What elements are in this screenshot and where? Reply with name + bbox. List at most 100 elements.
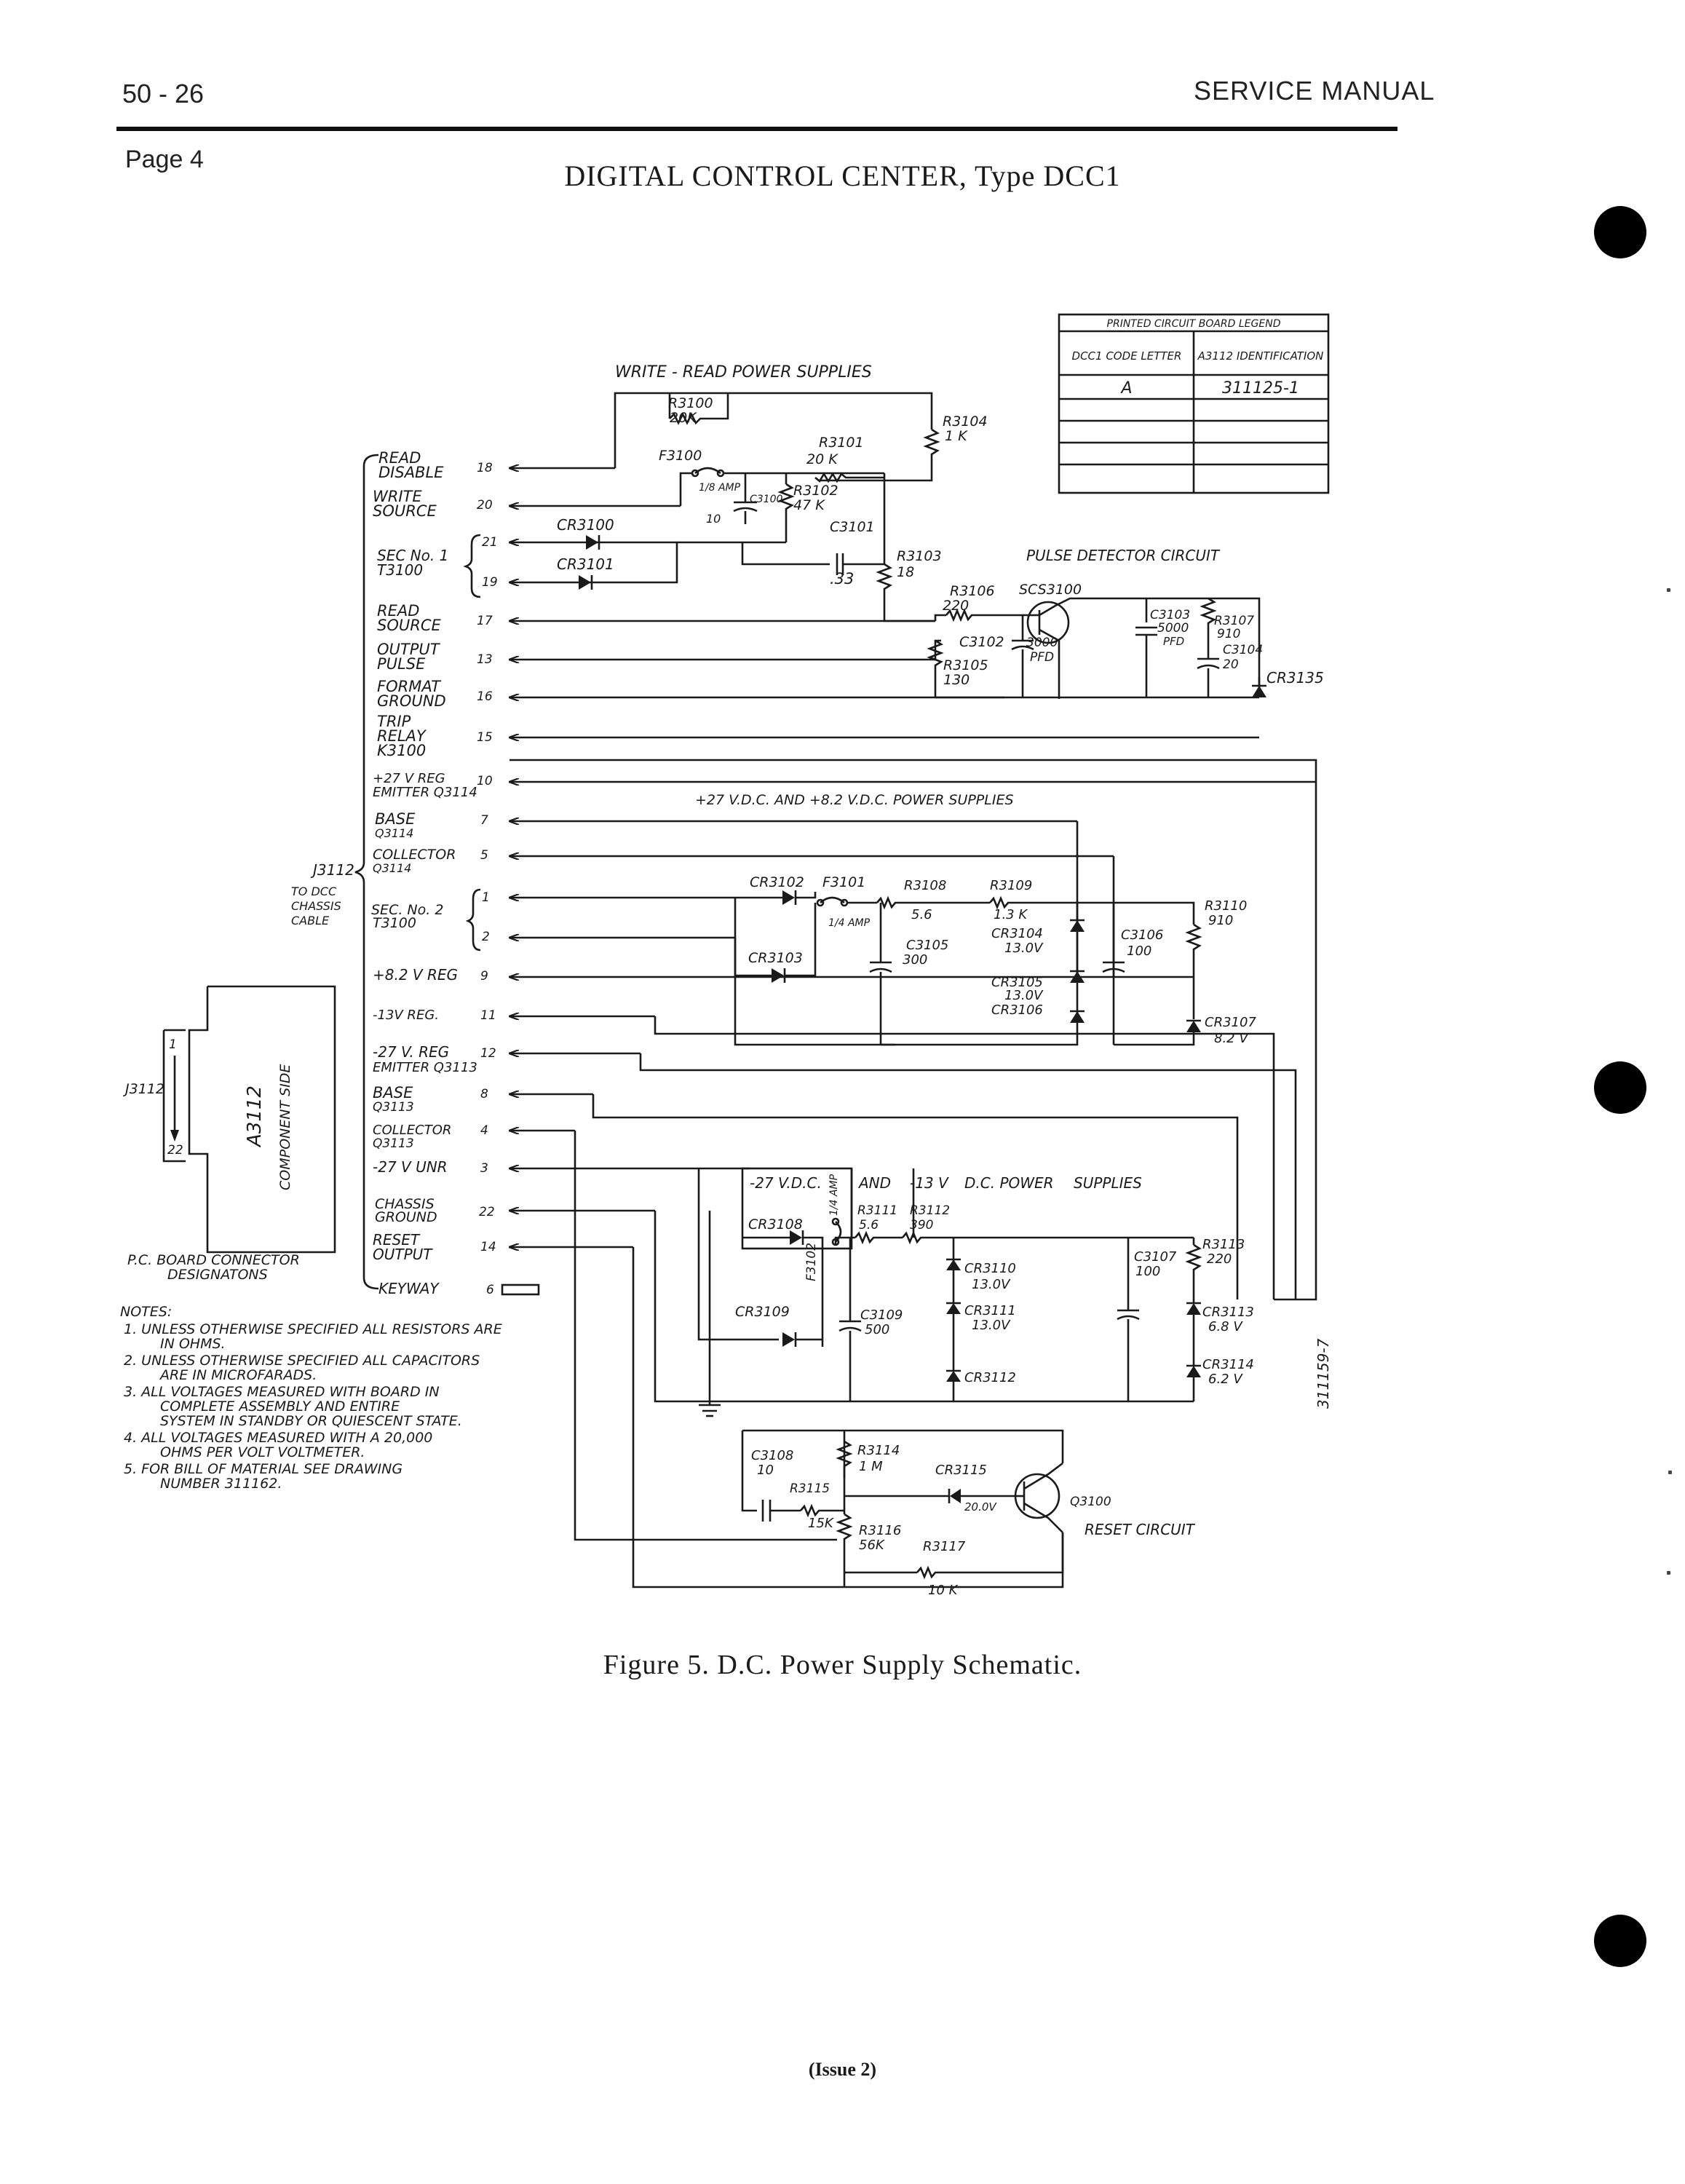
- label-f3100-value: 1/8 AMP: [699, 482, 741, 494]
- pin-label: READ: [378, 449, 421, 467]
- section-reset-circuit: RESET CIRCUIT: [1085, 1521, 1196, 1538]
- legend-code: A: [1119, 379, 1132, 397]
- label-cr3115: CR3115: [935, 1463, 987, 1478]
- pin-label: RELAY: [377, 727, 427, 745]
- pin-label: OUTPUT: [373, 1246, 433, 1263]
- pin-number: 10: [477, 774, 493, 788]
- label-cr3107: CR3107: [1205, 1015, 1256, 1030]
- header-rule: [116, 127, 1397, 131]
- pin-number: 6: [486, 1283, 494, 1297]
- pin-label: SOURCE: [377, 617, 441, 634]
- note-line: SYSTEM IN STANDBY OR QUIESCENT STATE.: [160, 1413, 462, 1429]
- legend-id: 311125-1: [1222, 379, 1299, 397]
- pin-label: -27 V UNR: [373, 1158, 448, 1176]
- section-neg-dc: D.C. POWER: [964, 1174, 1054, 1192]
- scan-speck: [1668, 1471, 1672, 1474]
- note-line: COMPLETE ASSEMBLY AND ENTIRE: [160, 1398, 400, 1415]
- label-c3107-value: 100: [1135, 1264, 1160, 1279]
- pin-label: FORMAT: [377, 678, 442, 695]
- section-neg-and: AND: [857, 1174, 891, 1192]
- board-j-label: J3112: [122, 1081, 164, 1097]
- section-pulse-detector: PULSE DETECTOR CIRCUIT: [1026, 547, 1221, 564]
- pin-label: TRIP: [377, 713, 411, 730]
- label-c3108: C3108: [751, 1448, 793, 1463]
- pin-number: 11: [480, 1008, 496, 1023]
- label-c3109: C3109: [860, 1307, 903, 1323]
- label-r3108-value: 5.6: [911, 907, 932, 922]
- label-r3106: R3106: [950, 583, 995, 599]
- label-r3114: R3114: [857, 1443, 900, 1458]
- label-c3102-unit: PFD: [1030, 650, 1054, 665]
- reset-circuit-section: C3108 10 R3115 15K R3114 1 M CR3115 20.0…: [574, 1131, 1111, 1598]
- label-r3100: R3100: [668, 395, 713, 411]
- label-c3101-value: .33: [830, 570, 854, 587]
- label-c3100: C3100: [750, 494, 782, 505]
- pin-number: 12: [480, 1046, 496, 1061]
- label-f3101-value: 1/4 AMP: [828, 917, 871, 929]
- legend-title: PRINTED CIRCUIT BOARD LEGEND: [1107, 318, 1281, 330]
- label-r3102: R3102: [793, 483, 838, 499]
- board-side: COMPONENT SIDE: [277, 1064, 293, 1190]
- label-c3105-value: 300: [903, 952, 927, 968]
- pin-label: T3100: [377, 561, 423, 579]
- pin-number: 21: [482, 535, 498, 550]
- label-c3104: C3104: [1223, 643, 1263, 657]
- pin-label: READ: [377, 602, 419, 620]
- label-scs3100: SCS3100: [1019, 582, 1082, 598]
- label-cr3103: CR3103: [748, 950, 803, 966]
- label-cr3115-value: 20.0V: [964, 1500, 997, 1514]
- right-bus-wires: [510, 759, 1317, 1301]
- note-line: OHMS PER VOLT VOLTMETER.: [160, 1444, 365, 1460]
- board-caption-1: P.C. BOARD CONNECTOR: [127, 1252, 300, 1268]
- label-f3101: F3101: [822, 874, 865, 890]
- pin-label: Q3114: [373, 861, 411, 875]
- pin-label: WRITE: [373, 488, 422, 505]
- label-cr3114: CR3114: [1202, 1357, 1254, 1372]
- pin-label: BASE: [375, 810, 416, 828]
- label-r3116: R3116: [859, 1523, 901, 1538]
- label-cr3110: CR3110: [964, 1261, 1016, 1276]
- label-r3108: R3108: [904, 878, 946, 893]
- label-cr3113-value: 6.8 V: [1208, 1319, 1243, 1334]
- label-c3106: C3106: [1121, 927, 1163, 943]
- label-c3109-value: 500: [865, 1322, 889, 1337]
- note-line: 2. UNLESS OTHERWISE SPECIFIED ALL CAPACI…: [124, 1353, 480, 1369]
- pin-label: SEC No. 1: [377, 547, 448, 564]
- pin-label: SEC. No. 2: [371, 902, 443, 918]
- pin-number: 18: [477, 461, 493, 475]
- label-c3106-value: 100: [1127, 943, 1151, 959]
- label-r3110-value: 910: [1208, 913, 1233, 928]
- write-read-section: R3100 20K R3104 1 K F3100 1/8 AMP R3101 …: [557, 392, 988, 622]
- legend-col-code: DCC1 CODE LETTER: [1072, 349, 1182, 363]
- label-cr3106: CR3106: [991, 1002, 1043, 1018]
- note-line: 1. UNLESS OTHERWISE SPECIFIED ALL RESIST…: [124, 1321, 502, 1337]
- label-r3109-value: 1.3 K: [994, 907, 1028, 922]
- figure-caption: Figure 5. D.C. Power Supply Schematic.: [603, 1650, 1082, 1680]
- label-r3107-value: 910: [1217, 627, 1240, 641]
- pin-number: 1: [482, 890, 490, 905]
- pin-number: 16: [477, 689, 493, 704]
- label-r3114-value: 1 M: [859, 1459, 883, 1474]
- label-r3104: R3104: [943, 414, 988, 430]
- pin-label: Q3113: [373, 1136, 414, 1151]
- label-r3104-value: 1 K: [945, 428, 968, 444]
- note-line: 5. FOR BILL OF MATERIAL SEE DRAWING: [124, 1461, 403, 1477]
- pin-label: EMITTER Q3114: [373, 785, 477, 800]
- board-pin-top: 1: [169, 1037, 177, 1052]
- issue-label: (Issue 2): [808, 2059, 877, 2080]
- pin-label: Q3113: [373, 1100, 414, 1115]
- section-neg27: -27 V.D.C.: [750, 1174, 822, 1192]
- scan-speck: [1667, 1571, 1670, 1575]
- label-cr3112: CR3112: [964, 1370, 1016, 1385]
- label-r3117-value: 10 K: [928, 1583, 959, 1598]
- connector-to: TO DCC: [291, 885, 337, 898]
- note-line: 4. ALL VOLTAGES MEASURED WITH A 20,000: [124, 1430, 432, 1446]
- label-r3107: R3107: [1214, 614, 1254, 628]
- label-cr3100: CR3100: [557, 516, 614, 534]
- label-r3103-value: 18: [897, 564, 914, 580]
- pin-label: T3100: [373, 915, 416, 931]
- binder-hole-top: [1594, 206, 1646, 258]
- label-c3101: C3101: [830, 519, 875, 535]
- label-f3102-value: 1/4 AMP: [828, 1174, 840, 1216]
- note-line: ARE IN MICROFARADS.: [159, 1367, 317, 1383]
